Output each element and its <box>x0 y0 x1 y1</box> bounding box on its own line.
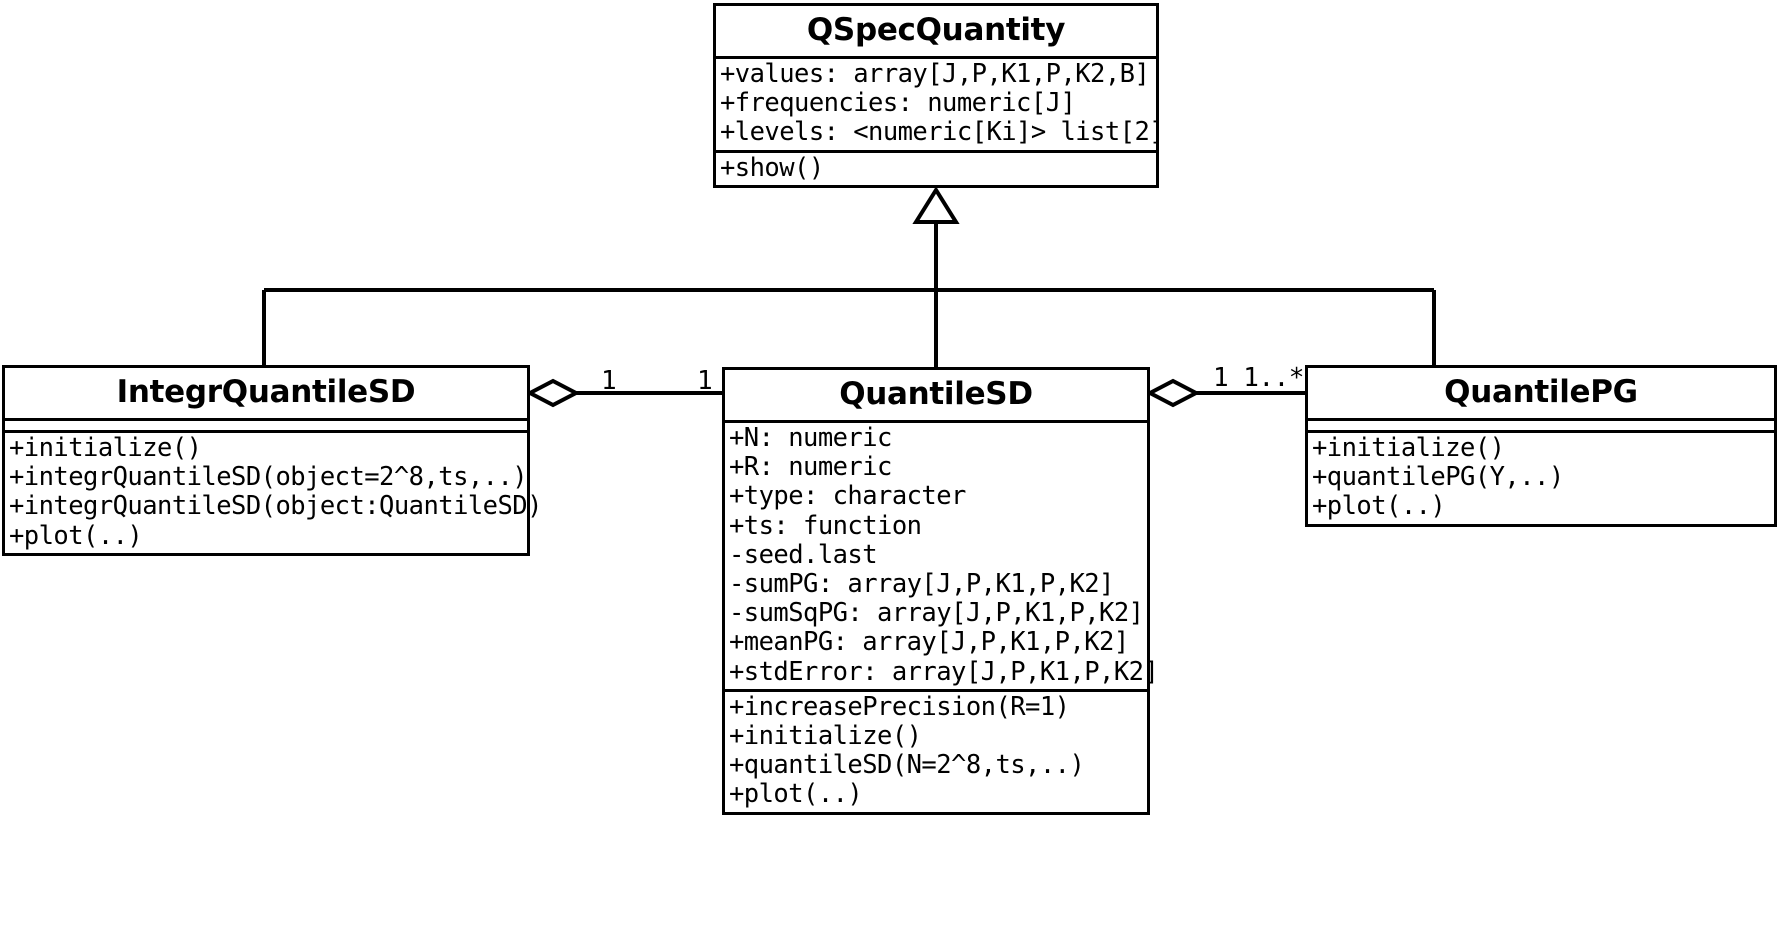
attribute-line: +meanPG: array[J,P,K1,P,K2] <box>729 627 1129 658</box>
attributes-compartment-quantilepg <box>1308 418 1774 430</box>
multiplicity-label-quantilesd-left: 1 <box>697 366 713 396</box>
method-line: +quantilePG(Y,..) <box>1312 462 1564 493</box>
methods-compartment-quantilepg: +initialize() +quantilePG(Y,..) +plot(..… <box>1308 430 1774 524</box>
attribute-line: +R: numeric <box>729 452 892 483</box>
method-line: +show() <box>720 152 824 183</box>
attribute-line: +levels: <numeric[Ki]> list[2] <box>720 117 1165 148</box>
attributes-compartment-quantilesd: +N: numeric +R: numeric +type: character… <box>725 420 1159 689</box>
methods-compartment-quantilesd: +increasePrecision(R=1) +initialize() +q… <box>725 688 1147 812</box>
multiplicity-label-quantilesd-right: 1 1..* <box>1213 363 1304 393</box>
attributes-compartment-qspecquantity: +values: array[J,P,K1,P,K2,B] +frequenci… <box>716 56 1165 150</box>
aggregation-diamond-pg-icon <box>1145 378 1201 408</box>
attribute-line: +stdError: array[J,P,K1,P,K2] <box>729 656 1159 687</box>
attribute-line: -sumSqPG: array[J,P,K1,P,K2] <box>729 598 1144 629</box>
method-line: +integrQuantileSD(object=2^8,ts,..) <box>9 462 528 493</box>
class-box-quantilepg[interactable]: QuantilePG +initialize() +quantilePG(Y,.… <box>1305 365 1777 527</box>
methods-compartment-qspecquantity: +show() <box>716 149 1156 185</box>
class-title-quantilesd: QuantileSD <box>839 376 1033 412</box>
methods-compartment-integrquantilesd: +initialize() +integrQuantileSD(object=2… <box>5 430 542 553</box>
method-line: +integrQuantileSD(object:QuantileSD) <box>9 491 542 522</box>
generalization-arrow-icon <box>912 186 960 224</box>
class-title-integrquantilesd: IntegrQuantileSD <box>116 374 416 410</box>
attribute-line: -seed.last <box>729 539 878 570</box>
aggregation-diamond-integr-icon <box>525 378 581 408</box>
class-title-quantilepg: QuantilePG <box>1444 374 1638 410</box>
class-title-qspecquantity: QSpecQuantity <box>806 12 1066 48</box>
attribute-line: +frequencies: numeric[J] <box>720 88 1076 119</box>
multiplicity-label-integr-side: 1 <box>601 366 617 396</box>
attribute-line: +ts: function <box>729 510 922 541</box>
attribute-line: +type: character <box>729 481 966 512</box>
method-line: +initialize() <box>9 433 202 463</box>
method-line: +increasePrecision(R=1) <box>729 691 1070 722</box>
attribute-line: +values: array[J,P,K1,P,K2,B] <box>720 59 1150 89</box>
method-line: +initialize() <box>729 721 922 752</box>
method-line: +initialize() <box>1312 433 1505 463</box>
method-line: +plot(..) <box>729 779 863 810</box>
class-box-quantilesd[interactable]: QuantileSD +N: numeric +R: numeric +type… <box>722 367 1159 815</box>
attribute-line: -sumPG: array[J,P,K1,P,K2] <box>729 569 1114 600</box>
attribute-line: +N: numeric <box>729 423 892 453</box>
method-line: +plot(..) <box>9 520 143 551</box>
method-line: +plot(..) <box>1312 491 1446 522</box>
method-line: +quantileSD(N=2^8,ts,..) <box>729 750 1085 781</box>
class-box-qspecquantity[interactable]: QSpecQuantity +values: array[J,P,K1,P,K2… <box>713 3 1165 188</box>
class-box-integrquantilesd[interactable]: IntegrQuantileSD +initialize() +integrQu… <box>2 365 542 556</box>
attributes-compartment-integrquantilesd <box>5 418 527 430</box>
